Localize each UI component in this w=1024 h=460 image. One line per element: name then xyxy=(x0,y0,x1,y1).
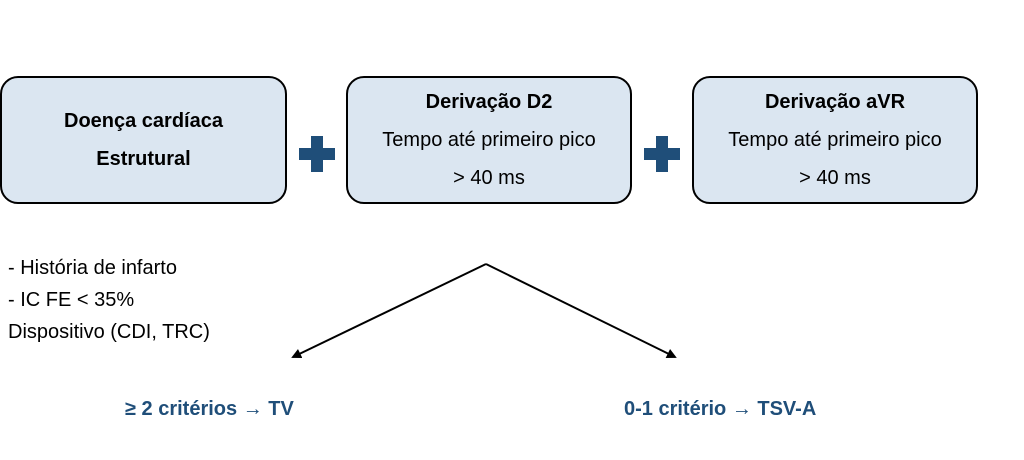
box-line: > 40 ms xyxy=(453,167,525,189)
lead-avr-box: Derivação aVR Tempo até primeiro pico > … xyxy=(692,76,978,204)
criteria-item: - História de infarto xyxy=(8,257,177,279)
box-line: > 40 ms xyxy=(799,167,871,189)
arrow-right xyxy=(485,263,677,358)
box-title: Derivação D2 xyxy=(425,91,553,113)
box-line: Tempo até primeiro pico xyxy=(382,129,596,151)
box-line: Doença cardíaca xyxy=(64,110,223,132)
criteria-item: - IC FE < 35% xyxy=(8,289,135,311)
arrow-left xyxy=(291,263,487,359)
outcome-svt: 0-1 critério → TSV-A xyxy=(624,398,817,420)
box-line: Tempo até primeiro pico xyxy=(728,129,942,151)
box-line: Estrutural xyxy=(96,148,191,170)
plus-icon xyxy=(299,136,335,172)
structural-criteria-list: - História de infarto - IC FE < 35% Disp… xyxy=(8,252,210,348)
lead-d2-box: Derivação D2 Tempo até primeiro pico > 4… xyxy=(346,76,632,204)
structural-heart-disease-box: Doença cardíaca Estrutural xyxy=(0,76,287,204)
outcome-vt: ≥ 2 critérios → TV xyxy=(125,398,294,420)
criteria-item: Dispositivo (CDI, TRC) xyxy=(8,321,210,343)
box-title: Derivação aVR xyxy=(764,91,906,113)
plus-icon xyxy=(644,136,680,172)
